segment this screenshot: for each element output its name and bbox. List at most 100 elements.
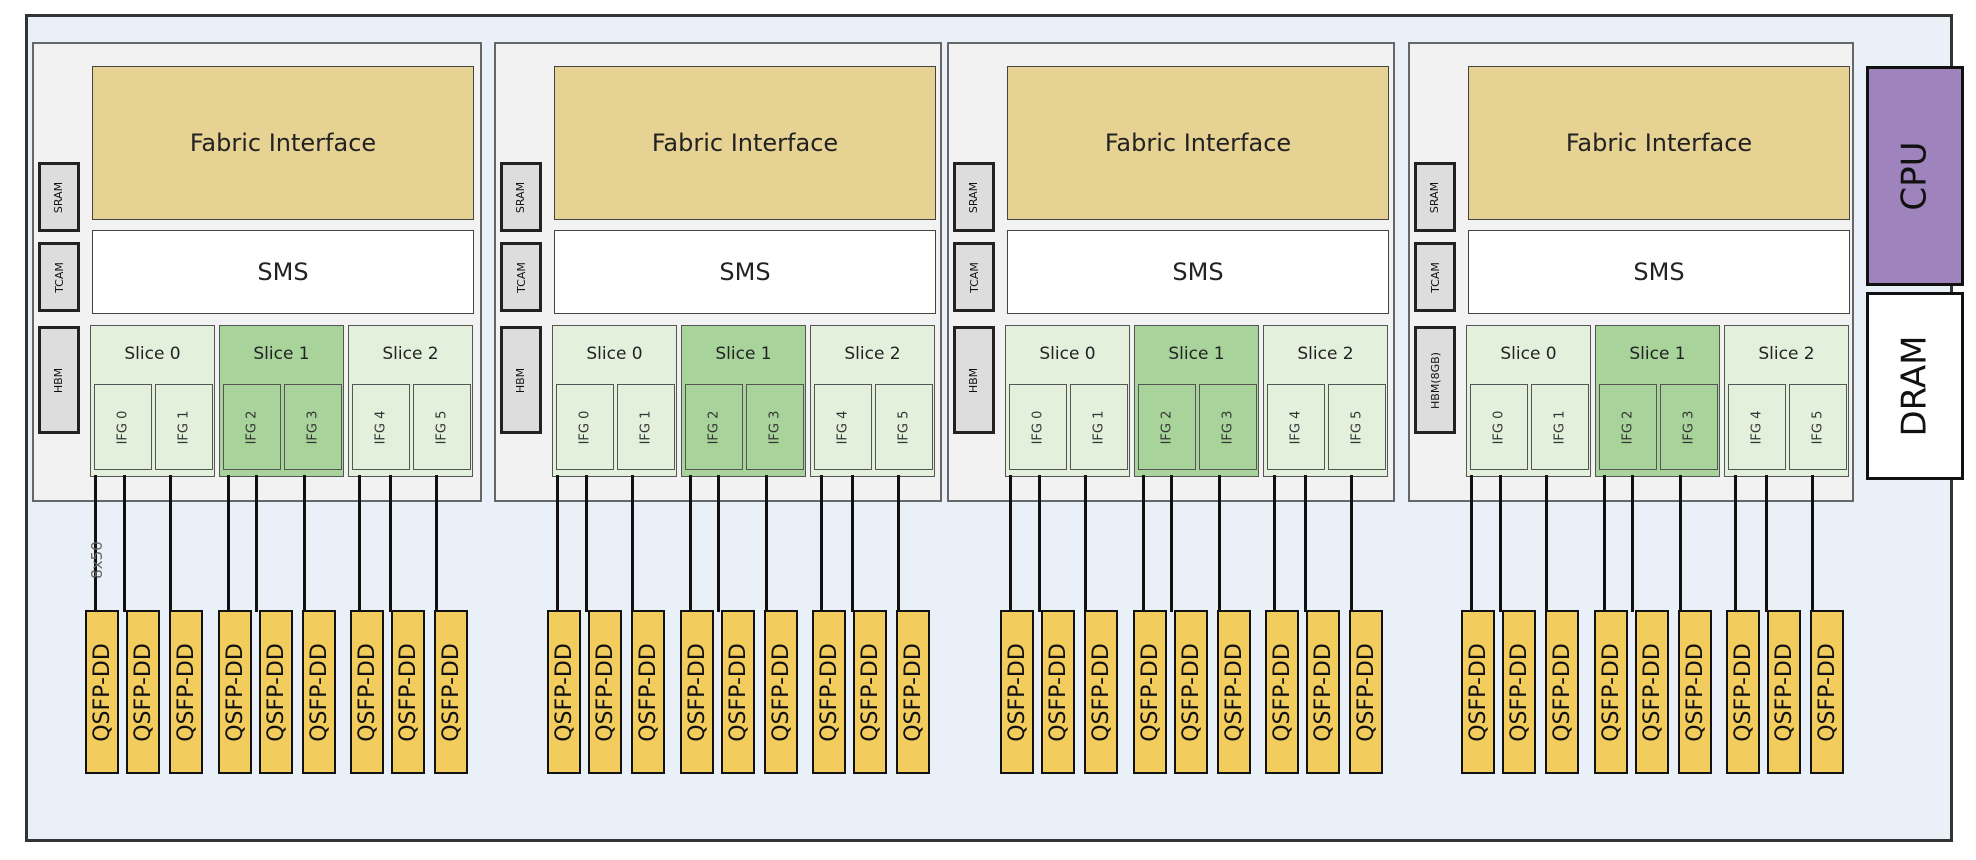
qsfp-dd-label: QSFP-DD xyxy=(725,642,751,742)
ifg-5: IFG 5 xyxy=(1789,384,1847,470)
hbm-label: HBM xyxy=(514,367,528,393)
port-link xyxy=(1603,475,1606,612)
qsfp-dd-label: QSFP-DD xyxy=(635,642,661,742)
ifg-label: IFG 2 xyxy=(706,410,722,444)
cpu-label: CPU xyxy=(1894,141,1935,211)
qsfp-dd-label: QSFP-DD xyxy=(1598,642,1624,742)
qsfp-dd-port: QSFP-DD xyxy=(764,610,798,774)
port-link xyxy=(1009,475,1012,612)
port-link xyxy=(1470,475,1473,612)
ifg-0: IFG 0 xyxy=(94,384,152,470)
qsfp-dd-port: QSFP-DD xyxy=(1133,610,1167,774)
slice-label: Slice 2 xyxy=(1297,344,1354,364)
port-link xyxy=(851,475,854,612)
ifg-label: IFG 4 xyxy=(373,410,389,444)
sms-block: SMS xyxy=(1007,230,1389,314)
port-link xyxy=(631,475,634,612)
ifg-5: IFG 5 xyxy=(413,384,471,470)
slice-label: Slice 0 xyxy=(1500,344,1557,364)
hbm-label: HBM xyxy=(52,367,66,393)
qsfp-dd-label: QSFP-DD xyxy=(592,642,618,742)
ifg-0: IFG 0 xyxy=(1470,384,1528,470)
qsfp-dd-port: QSFP-DD xyxy=(391,610,425,774)
port-link xyxy=(1084,475,1087,612)
qsfp-dd-label: QSFP-DD xyxy=(1549,642,1575,742)
qsfp-dd-label: QSFP-DD xyxy=(551,642,577,742)
qsfp-dd-port: QSFP-DD xyxy=(721,610,755,774)
qsfp-dd-port: QSFP-DD xyxy=(1810,610,1844,774)
fabric-interface: Fabric Interface xyxy=(554,66,936,220)
hbm-label: HBM xyxy=(967,367,981,393)
ifg-label: IFG 0 xyxy=(1491,410,1507,444)
port-link xyxy=(358,475,361,612)
port-link xyxy=(435,475,438,612)
qsfp-dd-port: QSFP-DD xyxy=(631,610,665,774)
ifg-3: IFG 3 xyxy=(1660,384,1718,470)
qsfp-dd-port: QSFP-DD xyxy=(1502,610,1536,774)
sram-block: SRAM xyxy=(1414,162,1456,232)
port-link xyxy=(820,475,823,612)
sram-label: SRAM xyxy=(967,181,981,213)
slice-label: Slice 0 xyxy=(1039,344,1096,364)
qsfp-dd-port: QSFP-DD xyxy=(259,610,293,774)
qsfp-dd-port: QSFP-DD xyxy=(1084,610,1118,774)
qsfp-dd-label: QSFP-DD xyxy=(263,642,289,742)
hbm-block: HBM xyxy=(500,326,542,434)
tcam-block: TCAM xyxy=(38,242,80,312)
qsfp-dd-port: QSFP-DD xyxy=(1461,610,1495,774)
ifg-4: IFG 4 xyxy=(814,384,872,470)
qsfp-dd-label: QSFP-DD xyxy=(1730,642,1756,742)
ifg-label: IFG 2 xyxy=(1159,410,1175,444)
port-link xyxy=(1811,475,1814,612)
qsfp-dd-label: QSFP-DD xyxy=(395,642,421,742)
slice-label: Slice 0 xyxy=(124,344,181,364)
qsfp-dd-label: QSFP-DD xyxy=(1353,642,1379,742)
port-link xyxy=(1170,475,1173,612)
ifg-2: IFG 2 xyxy=(685,384,743,470)
tcam-label: TCAM xyxy=(1428,261,1442,293)
port-link xyxy=(897,475,900,612)
ifg-label: IFG 1 xyxy=(1091,410,1107,444)
qsfp-dd-port: QSFP-DD xyxy=(1041,610,1075,774)
port-link xyxy=(227,475,230,612)
ifg-label: IFG 4 xyxy=(1749,410,1765,444)
ifg-label: IFG 3 xyxy=(1220,410,1236,444)
sram-label: SRAM xyxy=(514,181,528,213)
slice-label: Slice 2 xyxy=(382,344,439,364)
qsfp-dd-label: QSFP-DD xyxy=(354,642,380,742)
tcam-block: TCAM xyxy=(1414,242,1456,312)
ifg-0: IFG 0 xyxy=(1009,384,1067,470)
port-link xyxy=(1218,475,1221,612)
qsfp-dd-port: QSFP-DD xyxy=(85,610,119,774)
qsfp-dd-label: QSFP-DD xyxy=(1045,642,1071,742)
slice-label: Slice 1 xyxy=(253,344,310,364)
qsfp-dd-port: QSFP-DD xyxy=(1635,610,1669,774)
qsfp-dd-label: QSFP-DD xyxy=(1465,642,1491,742)
slice-label: Slice 1 xyxy=(1629,344,1686,364)
qsfp-dd-label: QSFP-DD xyxy=(438,642,464,742)
qsfp-dd-label: QSFP-DD xyxy=(1221,642,1247,742)
ifg-label: IFG 0 xyxy=(577,410,593,444)
ifg-label: IFG 0 xyxy=(115,410,131,444)
ifg-label: IFG 3 xyxy=(767,410,783,444)
ifg-2: IFG 2 xyxy=(1138,384,1196,470)
qsfp-dd-label: QSFP-DD xyxy=(816,642,842,742)
qsfp-dd-port: QSFP-DD xyxy=(1349,610,1383,774)
qsfp-dd-port: QSFP-DD xyxy=(1545,610,1579,774)
port-link xyxy=(123,475,126,612)
sram-label: SRAM xyxy=(52,181,66,213)
ifg-label: IFG 1 xyxy=(1552,410,1568,444)
ifg-label: IFG 2 xyxy=(244,410,260,444)
qsfp-dd-label: QSFP-DD xyxy=(1771,642,1797,742)
ifg-4: IFG 4 xyxy=(1267,384,1325,470)
qsfp-dd-label: QSFP-DD xyxy=(1814,642,1840,742)
port-link xyxy=(1679,475,1682,612)
hbm-label: HBM(8GB) xyxy=(1428,351,1442,409)
qsfp-dd-port: QSFP-DD xyxy=(1306,610,1340,774)
